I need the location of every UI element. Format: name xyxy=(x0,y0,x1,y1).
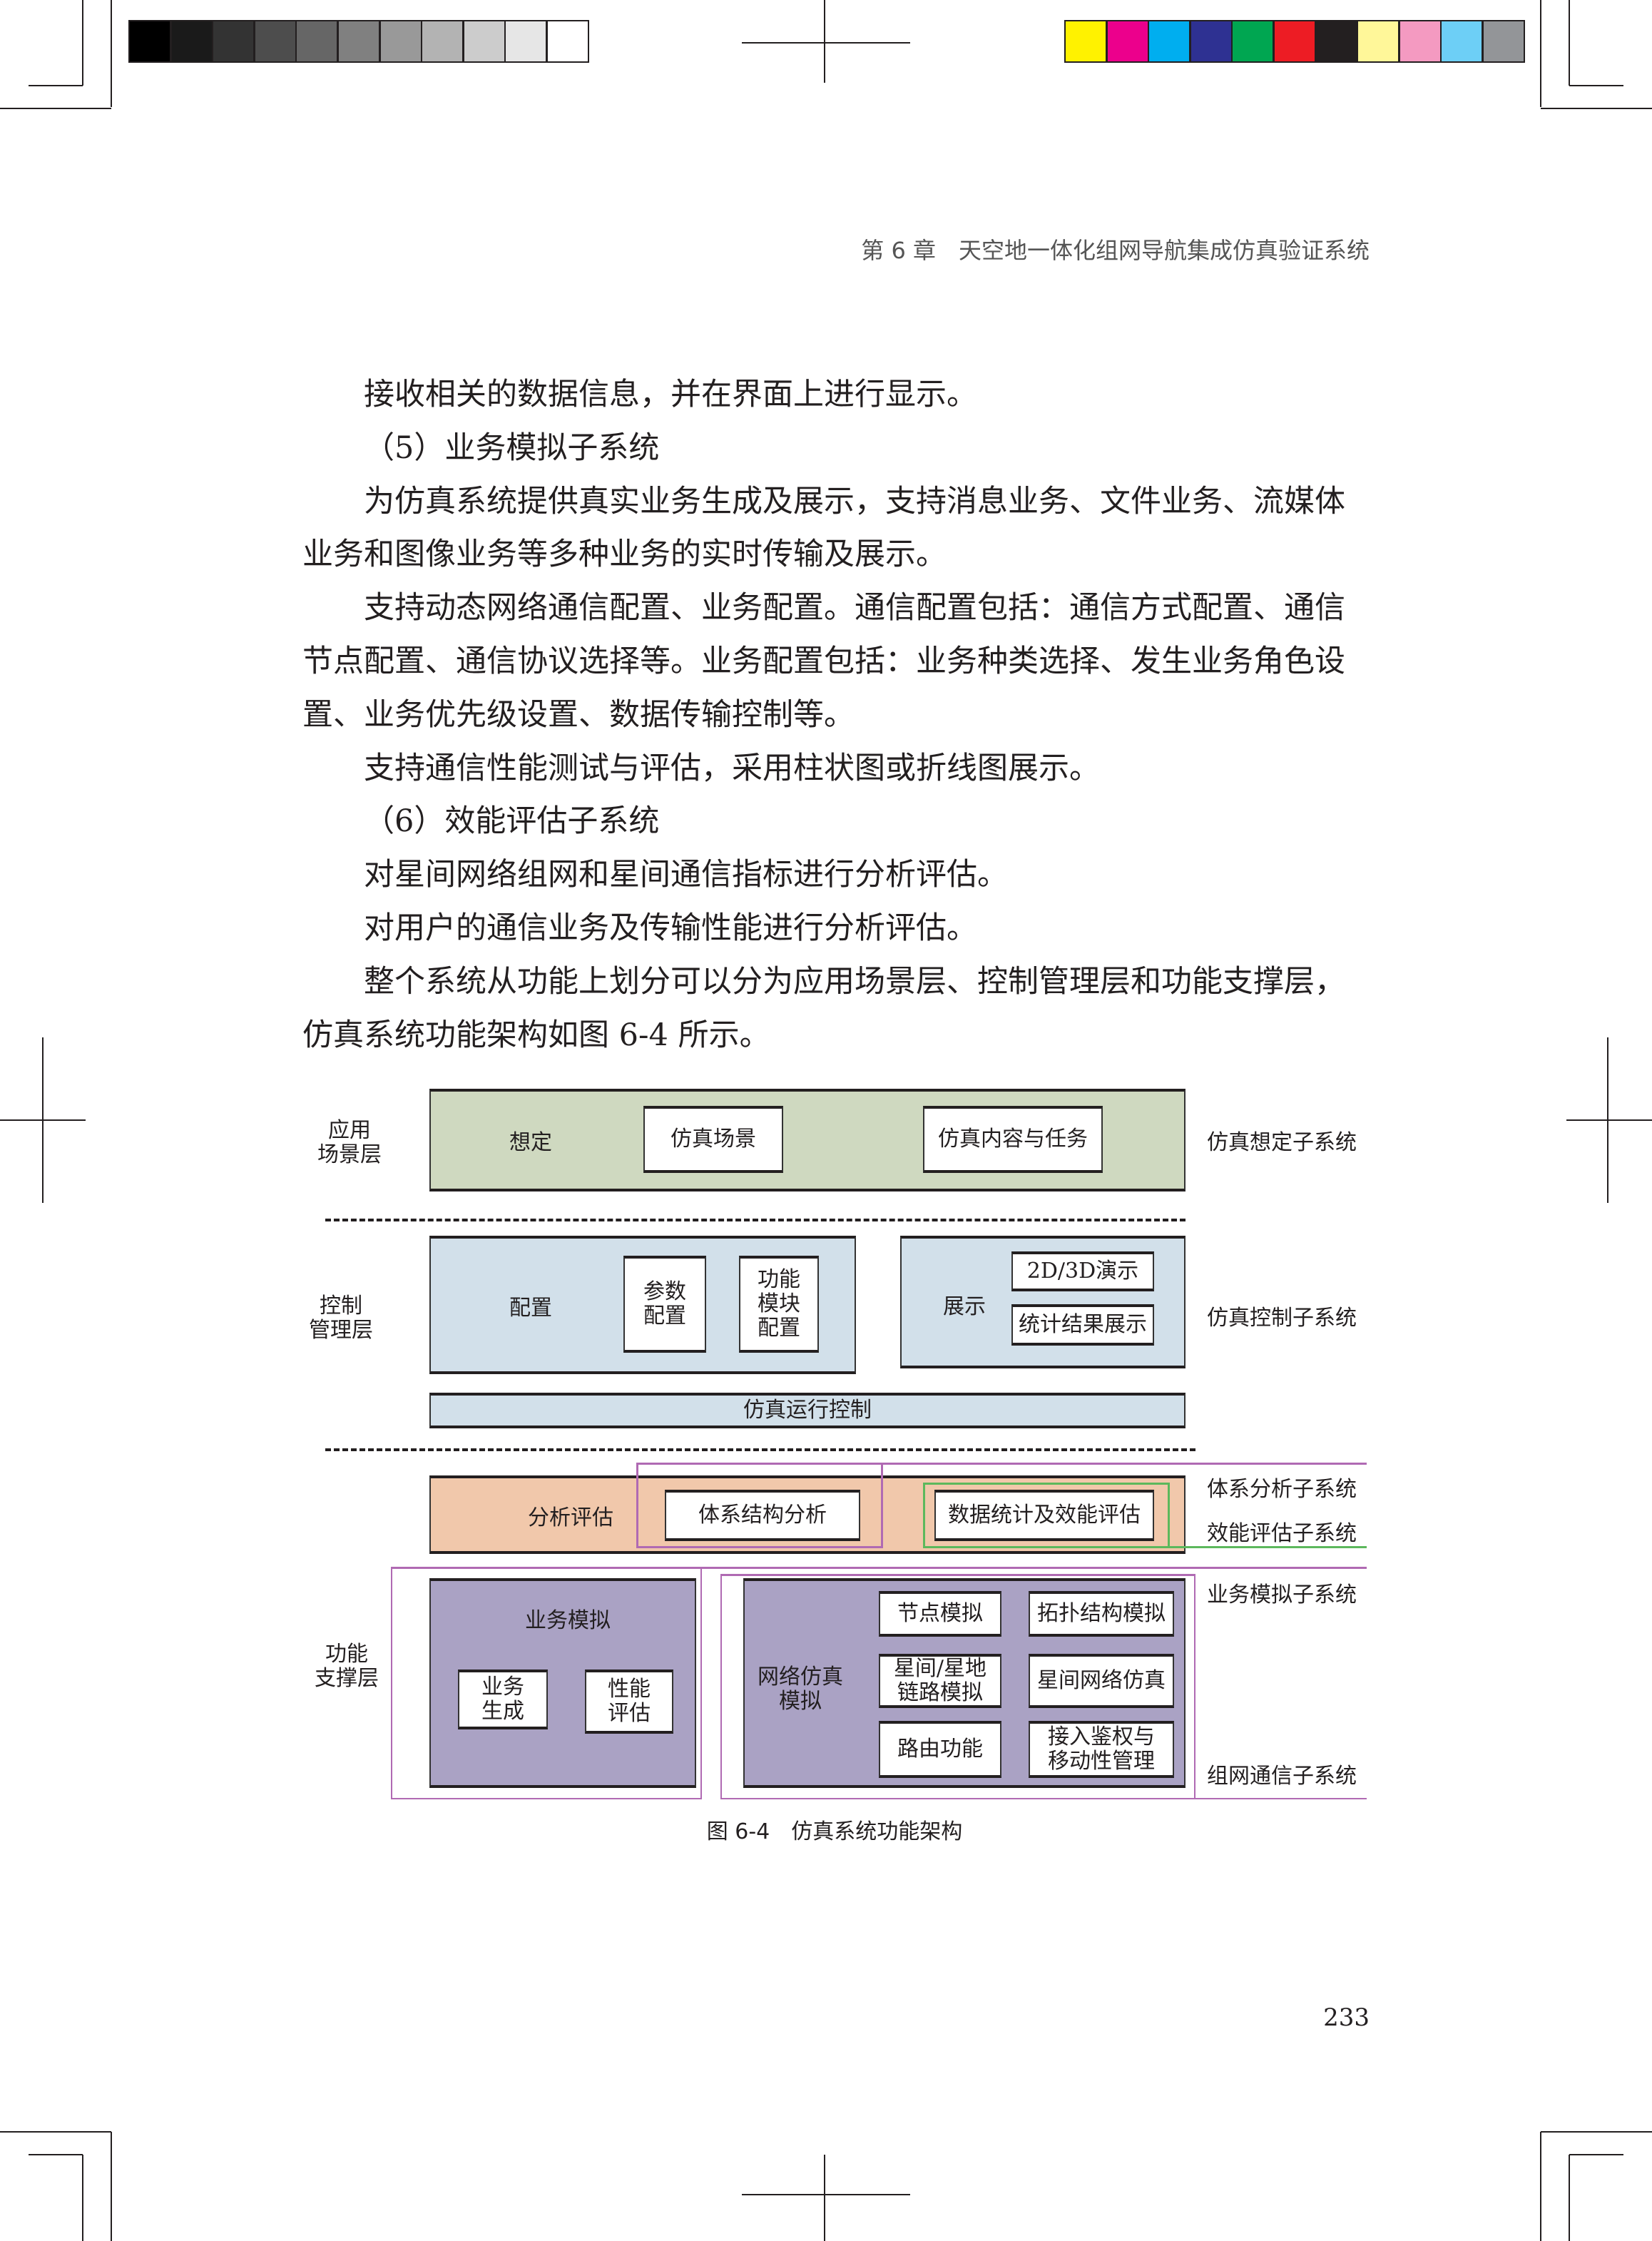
display-title: 展示 xyxy=(943,1294,986,1319)
color-swatch xyxy=(1189,20,1233,63)
color-swatch xyxy=(212,20,255,63)
arch-analysis-box: 体系结构分析 xyxy=(665,1490,860,1541)
demo-box: 2D/3D演示 xyxy=(1011,1251,1154,1291)
subsystem-business: 业务模拟子系统 xyxy=(1207,1582,1357,1607)
body-line: 支持动态网络通信配置、业务配置。通信配置包括：通信方式配置、通信 xyxy=(364,590,1345,626)
network-sim-title: 网络仿真 模拟 xyxy=(758,1665,843,1714)
network-subsystem-leader xyxy=(720,1798,1367,1799)
topo-sim-box: 拓扑结构模拟 xyxy=(1029,1591,1174,1637)
eval-subsystem-outline xyxy=(923,1483,1170,1548)
sim-scene-box: 仿真场景 xyxy=(643,1106,783,1173)
body-line: 接收相关的数据信息，并在界面上进行显示。 xyxy=(364,377,977,412)
param-config-box: 参数 配置 xyxy=(623,1256,706,1353)
body-line: 整个系统从功能上划分可以分为应用场景层、控制管理层和功能支撑层， xyxy=(364,963,1345,1000)
arch-subsystem-leader xyxy=(883,1463,1367,1465)
body-line: 仿真系统功能架构如图 6-4 所示。 xyxy=(302,1017,770,1053)
color-swatch xyxy=(170,20,213,63)
subsystem-arch: 体系分析子系统 xyxy=(1207,1477,1357,1502)
module-config-box: 功能 模块 配置 xyxy=(739,1256,819,1353)
subsystem-eval: 效能评估子系统 xyxy=(1207,1521,1357,1546)
layer-divider xyxy=(325,1219,1186,1221)
body-line: 支持通信性能测试与评估，采用柱状图或折线图展示。 xyxy=(364,750,1100,786)
business-sim-title: 业务模拟 xyxy=(525,1608,611,1633)
business-subsystem-leader xyxy=(391,1567,1367,1569)
body-line: 业务和图像业务等多种业务的实时传输及展示。 xyxy=(302,537,947,573)
color-swatch xyxy=(1440,20,1484,63)
access-mobility-box: 接入鉴权与 移动性管理 xyxy=(1029,1721,1174,1778)
business-subsystem-outline xyxy=(391,1567,702,1799)
run-control-box: 仿真运行控制 xyxy=(429,1393,1186,1428)
page-number: 233 xyxy=(1323,2003,1370,2032)
color-swatch xyxy=(1357,20,1400,63)
color-swatch xyxy=(546,20,589,63)
color-swatch xyxy=(1148,20,1191,63)
subsystem-network: 组网通信子系统 xyxy=(1207,1764,1357,1789)
scenario-title: 想定 xyxy=(509,1130,552,1155)
body-line: 为仿真系统提供真实业务生成及展示，支持消息业务、文件业务、流媒体 xyxy=(364,483,1345,519)
isl-sim-box: 星间网络仿真 xyxy=(1029,1654,1174,1708)
layer-divider xyxy=(325,1448,1195,1451)
layer-label-control: 控制 管理层 xyxy=(309,1294,373,1343)
analysis-title: 分析评估 xyxy=(528,1505,613,1530)
color-swatch xyxy=(253,20,297,63)
color-swatch xyxy=(421,20,464,63)
body-line: 对用户的通信业务及传输性能进行分析评估。 xyxy=(364,910,977,946)
running-header: 第 6 章 天空地一体化组网导航集成仿真验证系统 xyxy=(861,237,1370,264)
eval-subsystem-leader xyxy=(1170,1546,1367,1548)
sim-content-box: 仿真内容与任务 xyxy=(923,1106,1103,1173)
body-line: 置、业务优先级设置、数据传输控制等。 xyxy=(302,696,855,733)
business-gen-box: 业务 生成 xyxy=(458,1670,548,1729)
layer-label-scenario: 应用 场景层 xyxy=(317,1118,382,1167)
color-swatch xyxy=(1315,20,1358,63)
color-swatch xyxy=(504,20,548,63)
color-swatch xyxy=(1482,20,1525,63)
figure-caption: 图 6-4 仿真系统功能架构 xyxy=(706,1819,963,1844)
config-title: 配置 xyxy=(509,1296,552,1321)
color-swatch xyxy=(462,20,506,63)
node-sim-box: 节点模拟 xyxy=(879,1591,1001,1637)
body-line: 对星间网络组网和星间通信指标进行分析评估。 xyxy=(364,857,1008,893)
color-swatch xyxy=(1231,20,1275,63)
color-swatch xyxy=(128,20,171,63)
body-line: （5）业务模拟子系统 xyxy=(364,430,660,466)
color-swatch xyxy=(1064,20,1107,63)
color-swatch xyxy=(1273,20,1316,63)
routing-box: 路由功能 xyxy=(879,1721,1001,1778)
layer-label-support: 功能 支撑层 xyxy=(315,1642,379,1691)
body-line: 节点配置、通信协议选择等。业务配置包括：业务种类选择、发生业务角色设 xyxy=(302,644,1345,679)
link-sim-box: 星间/星地 链路模拟 xyxy=(879,1654,1001,1708)
color-swatch xyxy=(295,20,339,63)
subsystem-control: 仿真控制子系统 xyxy=(1207,1306,1357,1331)
color-swatch xyxy=(1106,20,1149,63)
color-swatch xyxy=(337,20,380,63)
perf-eval-box: 性能 评估 xyxy=(585,1670,673,1734)
body-line: （6）效能评估子系统 xyxy=(364,803,660,840)
color-swatch xyxy=(379,20,422,63)
color-swatch xyxy=(1398,20,1442,63)
stats-display-box: 统计结果展示 xyxy=(1011,1304,1154,1346)
arch-subsystem-outline xyxy=(636,1463,883,1548)
stats-eval-box: 数据统计及效能评估 xyxy=(934,1490,1154,1541)
subsystem-scenario: 仿真想定子系统 xyxy=(1207,1130,1357,1155)
